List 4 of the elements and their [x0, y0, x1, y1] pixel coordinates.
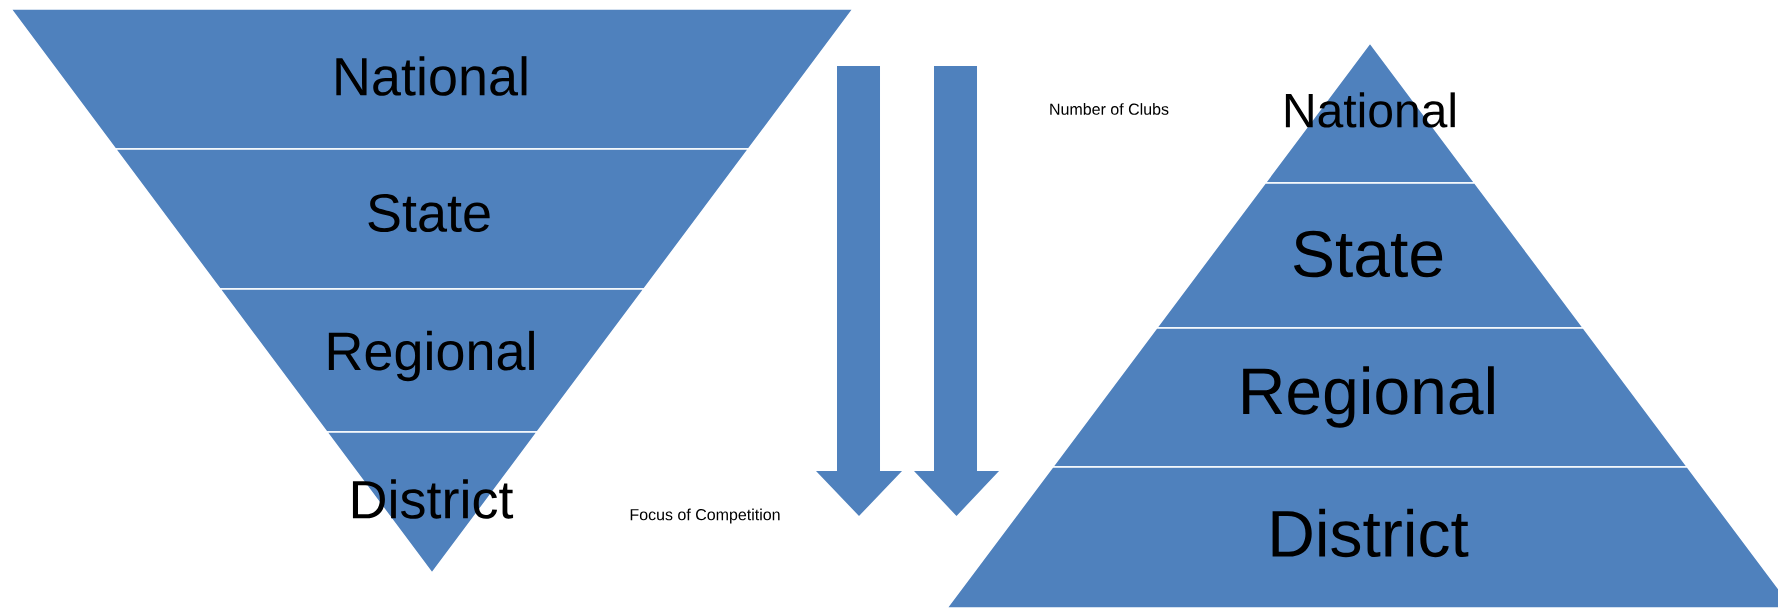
- arrow-label: Number of Clubs: [1050, 103, 1169, 115]
- pyramid-band: Regional: [1051, 327, 1689, 468]
- arrow-label: Focus of Competition: [630, 508, 780, 524]
- pyramid-band: State: [114, 148, 750, 290]
